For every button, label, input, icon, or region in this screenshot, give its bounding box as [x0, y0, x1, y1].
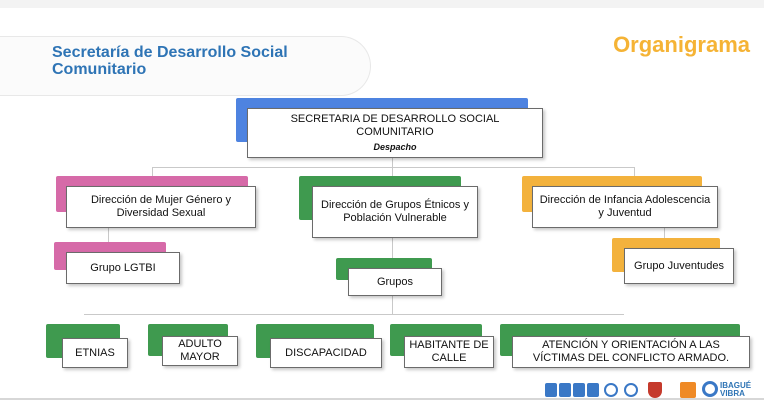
top-frame-bar — [0, 0, 764, 8]
subgroup-lgtbi: Grupo LGTBI — [66, 252, 180, 284]
group-adulto-mayor: ADULTO MAYOR — [162, 336, 238, 366]
footer-divider — [0, 398, 764, 400]
ring-logo-icon — [702, 381, 718, 397]
group-habitante-calle-label: HABITANTE DE CALLE — [409, 339, 489, 364]
footer-seal-icon — [604, 383, 618, 397]
footer-logo-icon — [573, 383, 585, 397]
subgroup-grupos-label: Grupos — [376, 275, 414, 288]
connector-etnicos — [392, 167, 393, 183]
orange-logo-icon — [680, 382, 696, 398]
footer-logo-icon — [587, 383, 599, 397]
subgroup-lgtbi-label: Grupo LGTBI — [90, 261, 156, 274]
connector-groups-horizontal — [84, 314, 624, 315]
direction-etnicos: Dirección de Grupos Étnicos y Población … — [312, 186, 478, 238]
section-label: Organigrama — [613, 32, 750, 57]
header-banner — [0, 36, 371, 96]
group-victimas: ATENCIÓN Y ORIENTACIÓN A LAS VÍCTIMAS DE… — [512, 336, 750, 368]
subgroup-juventudes-label: Grupo Juventudes — [634, 259, 724, 272]
footer-seal-icon — [624, 383, 638, 397]
footer-logo-icon — [545, 383, 557, 397]
direction-mujer: Dirección de Mujer Género y Diversidad S… — [66, 186, 256, 228]
direction-infancia: Dirección de Infancia Adolescencia y Juv… — [532, 186, 718, 228]
group-habitante-calle: HABITANTE DE CALLE — [404, 336, 494, 368]
brand-logo-text: IBAGUÉ VIBRA — [720, 381, 752, 398]
root-title: SECRETARIA DE DESARROLLO SOCIAL COMUNITA… — [290, 112, 500, 138]
direction-etnicos-label: Dirección de Grupos Étnicos y Población … — [321, 199, 469, 224]
direction-infancia-label: Dirección de Infancia Adolescencia y Juv… — [539, 194, 711, 219]
connector-grupos — [392, 238, 393, 260]
group-adulto-mayor-label: ADULTO MAYOR — [178, 338, 222, 363]
shield-icon — [648, 382, 662, 398]
footer-logo-icon — [559, 383, 571, 397]
root-subtitle: Despacho — [373, 141, 417, 152]
subgroup-grupos: Grupos — [348, 268, 442, 296]
direction-mujer-label: Dirección de Mujer Género y Diversidad S… — [90, 194, 231, 219]
connector-lgtbi — [108, 228, 109, 252]
group-etnias: ETNIAS — [62, 338, 128, 368]
connector-main-horizontal — [152, 167, 634, 168]
connector-root-down — [392, 158, 393, 168]
connector-mujer — [152, 167, 153, 183]
group-victimas-label: ATENCIÓN Y ORIENTACIÓN A LAS VÍCTIMAS DE… — [532, 339, 730, 364]
connector-infancia — [634, 167, 635, 183]
group-discapacidad-label: DISCAPACIDAD — [285, 346, 367, 359]
group-etnias-label: ETNIAS — [75, 346, 115, 359]
group-discapacidad: DISCAPACIDAD — [270, 338, 382, 368]
connector-groups-down — [392, 295, 393, 315]
page-title: Secretaría de Desarrollo Social Comunita… — [52, 44, 288, 78]
root-node: SECRETARIA DE DESARROLLO SOCIAL COMUNITA… — [247, 108, 543, 158]
subgroup-juventudes: Grupo Juventudes — [624, 248, 734, 284]
